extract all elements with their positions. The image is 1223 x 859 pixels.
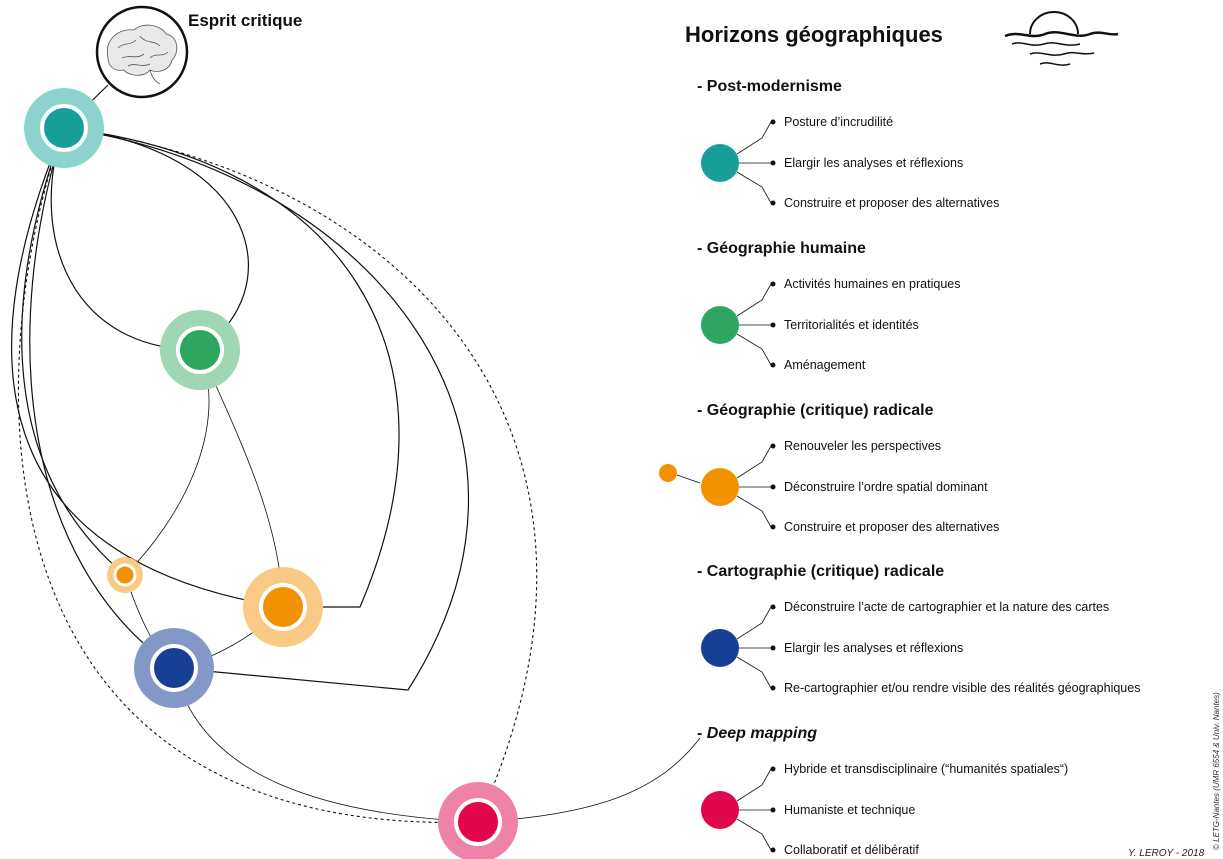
bullet-dot	[770, 281, 776, 287]
link-teal-orange-arch	[63, 127, 400, 608]
legend-connector	[736, 768, 772, 802]
bullet-dot	[770, 645, 776, 651]
copyright: © LETG-Nantes (UMR 6554 & Univ. Nantes)	[1212, 692, 1221, 850]
bullet-dot	[770, 200, 776, 206]
node-deep-mapping	[438, 782, 518, 859]
bullet-dot	[770, 119, 776, 125]
bullet-dot	[770, 604, 776, 610]
link-teal-blue-arch	[63, 127, 469, 691]
legend-connector	[676, 474, 701, 484]
node-geographie-radicale-small	[107, 557, 143, 593]
link-teal-pink-dashed	[63, 127, 538, 823]
legend-item: Construire et proposer des alternatives	[784, 520, 999, 534]
legend-connector	[736, 495, 772, 528]
legend-connector	[736, 283, 772, 317]
legend-heading: - Géographie (critique) radicale	[697, 402, 934, 419]
node-geographie-radicale	[243, 567, 323, 647]
legend-dot	[701, 791, 739, 829]
legend-connector	[736, 171, 772, 204]
legend-dot	[701, 629, 739, 667]
legend-dot	[701, 144, 739, 182]
page-title: Horizons géographiques	[685, 22, 943, 47]
legend-section: - Géographie (critique) radicaleRenouvel…	[659, 402, 999, 534]
legend-item: Re-cartographier et/ou rendre visible de…	[784, 681, 1140, 695]
legend-connector	[736, 606, 772, 640]
legend-heading: - Cartographie (critique) radicale	[697, 563, 944, 580]
bullet-dot	[770, 160, 776, 166]
legend-heading: - Géographie humaine	[697, 240, 866, 257]
bullet-dot	[770, 362, 776, 368]
link-teal-pink-dashed-left	[17, 127, 479, 823]
bullet-dot	[770, 685, 776, 691]
network-links	[11, 84, 701, 823]
legend-heading: - Post-modernisme	[697, 78, 842, 95]
legend-connector	[736, 121, 772, 155]
link-teal-orange-left	[11, 127, 284, 608]
legend-item: Déconstruire l’acte de cartographier et …	[784, 600, 1109, 614]
sunset-horizon-icon	[1004, 11, 1119, 66]
bullet-dot	[770, 322, 776, 328]
legend-connector	[736, 656, 772, 689]
node-geographie-humaine	[160, 310, 240, 390]
legend-item: Posture d’incrudilité	[784, 115, 893, 129]
legend-item: Renouveler les perspectives	[784, 439, 941, 453]
legend-connector	[736, 818, 772, 851]
bullet-dot	[770, 807, 776, 813]
bullet-dot	[770, 524, 776, 530]
link-blue-pink	[173, 667, 479, 823]
legend-item: Construire et proposer des alternatives	[784, 196, 999, 210]
link-teal-green-outer	[63, 127, 249, 351]
legend-section: - Cartographie (critique) radicaleDécons…	[697, 563, 1140, 695]
legend-dot	[701, 468, 739, 506]
legend-dot	[701, 306, 739, 344]
link-teal-smallorange	[21, 127, 126, 576]
bullet-dot	[770, 484, 776, 490]
legend-item: Activités humaines en pratiques	[784, 277, 960, 291]
brain-icon	[106, 24, 178, 85]
bullet-dot	[770, 443, 776, 449]
node-post-modernisme	[24, 88, 104, 168]
brain-node: Esprit critique	[95, 5, 302, 99]
link-teal-blue-left	[29, 127, 175, 669]
brain-label: Esprit critique	[188, 11, 302, 30]
credit: Y. LEROY - 2018	[1128, 848, 1205, 859]
legend-small-dot	[659, 464, 677, 482]
legend-item: Territorialités et identités	[784, 318, 919, 332]
link-pink-legend	[477, 737, 701, 823]
bullet-dot	[770, 847, 776, 853]
legend-heading: - Deep mapping	[697, 725, 817, 742]
link-green-orange	[199, 349, 284, 608]
legend-item: Humaniste et technique	[784, 803, 915, 817]
legend-connector	[736, 333, 772, 366]
legend-item: Déconstruire l’ordre spatial dominant	[784, 480, 988, 494]
legend-item: Hybride et transdisciplinaire (“humanité…	[784, 762, 1068, 776]
bullet-dot	[770, 766, 776, 772]
legend-item: Elargir les analyses et réflexions	[784, 156, 963, 170]
legend-item: Aménagement	[784, 358, 866, 372]
legend-connector	[736, 445, 772, 479]
legend-item: Elargir les analyses et réflexions	[784, 641, 963, 655]
legend-item: Collaboratif et délibératif	[784, 843, 919, 857]
node-cartographie-radicale	[134, 628, 214, 708]
